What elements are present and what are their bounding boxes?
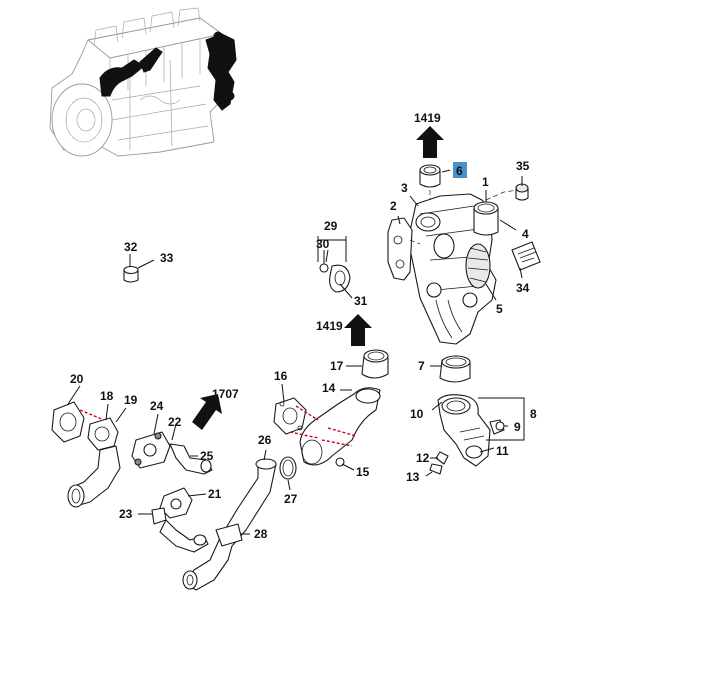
bracket-8 — [478, 397, 525, 441]
callout-29: 29 — [324, 219, 338, 233]
elbow-outlet-assembly — [273, 349, 389, 467]
reference-labels: 1419 1419 1707 — [212, 111, 441, 401]
water-pump-housing-assembly — [387, 164, 541, 345]
thermostat-fittings — [131, 431, 213, 553]
callout-7: 7 — [418, 359, 425, 373]
callout-27: 27 — [284, 492, 298, 506]
callout-2: 2 — [390, 199, 397, 213]
callout-26: 26 — [258, 433, 272, 447]
callout-21: 21 — [208, 487, 222, 501]
callout-25: 25 — [200, 449, 214, 463]
reference-label-mid: 1419 — [316, 319, 343, 333]
seal-ring-parts — [319, 263, 351, 293]
callout-30: 30 — [316, 237, 330, 251]
callout-19: 19 — [124, 393, 138, 407]
callout-34: 34 — [516, 281, 530, 295]
reference-arrow-left — [192, 394, 222, 430]
callout-12: 12 — [416, 451, 430, 465]
callout-18: 18 — [100, 389, 114, 403]
callout-22: 22 — [168, 415, 182, 429]
callout-9: 9 — [514, 420, 521, 434]
engine-highlight-pipe-left — [99, 59, 145, 97]
callout-11: 11 — [496, 444, 509, 458]
callout-31: 31 — [354, 294, 368, 308]
callout-28: 28 — [254, 527, 268, 541]
reference-label-top: 1419 — [414, 111, 441, 125]
reference-arrow-mid — [344, 314, 372, 346]
callout-17: 17 — [330, 359, 344, 373]
callout-20: 20 — [70, 372, 84, 386]
callout-35: 35 — [516, 159, 530, 173]
leader-lines — [67, 169, 523, 535]
left-coolant-pipe — [51, 401, 121, 508]
callout-6-highlight — [453, 162, 467, 178]
callout-14: 14 — [322, 381, 336, 395]
engine-overview-illustration — [49, 7, 237, 157]
callout-3: 3 — [401, 181, 408, 195]
cap-part — [123, 265, 139, 283]
callout-10: 10 — [410, 407, 424, 421]
callout-32: 32 — [124, 240, 138, 254]
callout-4: 4 — [522, 227, 529, 241]
long-coolant-pipe — [182, 456, 297, 591]
callout-16: 16 — [274, 369, 288, 383]
callout-labels: 1 2 3 4 5 6 7 8 9 10 11 12 13 14 15 16 1… — [70, 159, 537, 541]
callout-24: 24 — [150, 399, 164, 413]
callout-13: 13 — [406, 470, 420, 484]
engine-highlight-pipe-mid — [139, 47, 163, 73]
engine-highlight-housing-right — [205, 33, 237, 111]
callout-5: 5 — [496, 302, 503, 316]
callout-23: 23 — [119, 507, 133, 521]
reference-label-left: 1707 — [212, 387, 239, 401]
callout-8: 8 — [530, 407, 537, 421]
callout-15: 15 — [356, 465, 370, 479]
bracket-29 — [317, 236, 347, 262]
callout-6: 6 — [456, 164, 463, 178]
callout-33: 33 — [160, 251, 174, 265]
outlet-connector-assembly — [429, 355, 505, 475]
reference-arrow-top — [416, 126, 444, 158]
callout-1: 1 — [482, 175, 489, 189]
